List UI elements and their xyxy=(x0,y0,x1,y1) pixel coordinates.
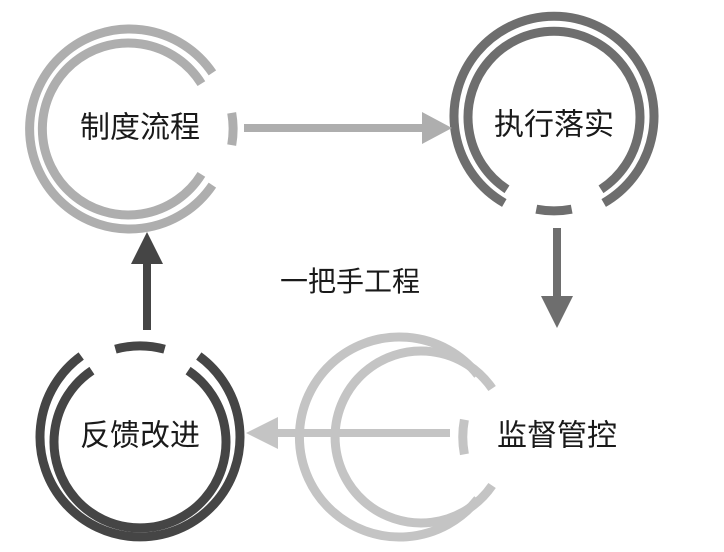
node-bottom-right-label: 监督管控 xyxy=(497,419,617,454)
center-label: 一把手工程 xyxy=(280,265,420,298)
node-bottom-right-gap-arc xyxy=(458,418,469,456)
node-top-left-inner-ring xyxy=(37,38,206,220)
arrow-bottom xyxy=(246,417,450,449)
node-top-right: 执行落实 xyxy=(449,11,659,216)
arrow-right xyxy=(541,228,573,328)
node-bottom-left-label: 反馈改进 xyxy=(80,419,200,454)
node-top-right-outer-ring xyxy=(449,11,659,207)
node-top-left-outer-ring xyxy=(25,24,217,234)
node-bottom-left-gap-arc xyxy=(114,341,166,354)
node-bottom-left-inner-ring xyxy=(49,366,231,533)
arrow-top xyxy=(244,112,452,144)
node-top-left-label: 制度流程 xyxy=(80,111,200,146)
node-top-right-gap-arc xyxy=(535,204,573,216)
node-top-right-inner-ring xyxy=(463,26,645,194)
node-top-left-gap-arc xyxy=(227,112,238,146)
arrow-left xyxy=(131,232,163,330)
node-top-left: 制度流程 xyxy=(25,24,238,234)
node-top-right-label: 执行落实 xyxy=(494,108,614,143)
node-bottom-left-outer-ring xyxy=(35,352,245,542)
node-bottom-left: 反馈改进 xyxy=(35,341,245,542)
